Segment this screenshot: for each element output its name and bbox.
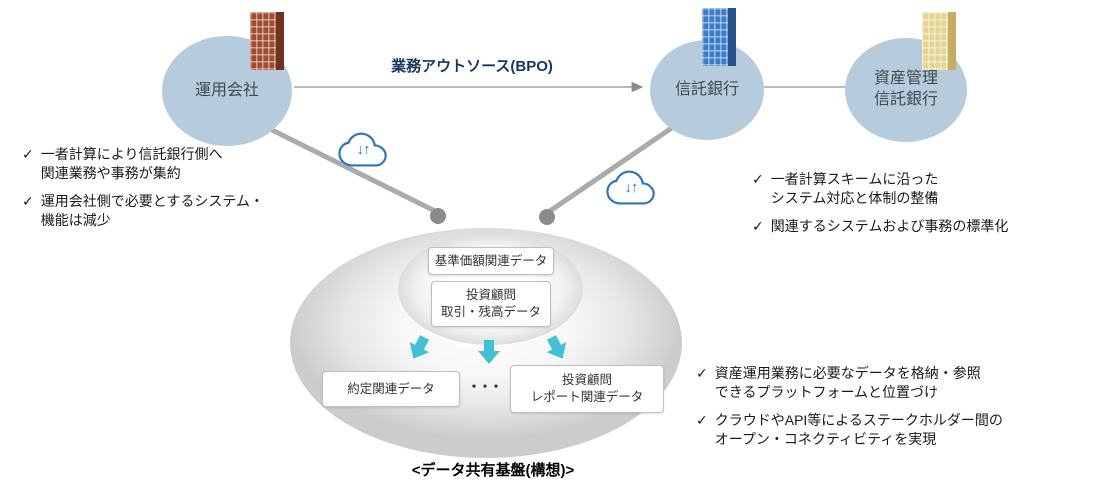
check-icon: ✓ xyxy=(752,217,764,234)
check-icon: ✓ xyxy=(752,171,764,187)
sync-arrows-icon: ↓↑ xyxy=(624,179,639,196)
data-box-nav: 基準価額関連データ xyxy=(428,247,554,275)
building-icon xyxy=(250,12,284,70)
building-side xyxy=(276,12,284,70)
note-text: 資産運用業務に必要なデータを格納・参照 できるプラットフォームと位置づけ xyxy=(714,365,981,400)
notes-right-top: ✓ 一者計算スキームに沿った システム対応と体制の整備 ✓ 関連するシステムおよ… xyxy=(752,170,1092,236)
check-icon: ✓ xyxy=(22,146,34,162)
entity-label: 資産管理 信託銀行 xyxy=(873,70,938,108)
check-icon: ✓ xyxy=(696,365,708,381)
note-text: 運用会社側で必要とするシステム・ 機能は減少 xyxy=(40,192,264,228)
sync-arrows-icon: ↓↑ xyxy=(356,141,371,158)
note-item: ✓ 一者計算により信託銀行側へ 関連業務や事務が集約 xyxy=(22,145,342,183)
entity-trust-bank: 信託銀行 xyxy=(650,40,764,140)
building-icon xyxy=(702,8,736,66)
cloud-icon: ↓↑ xyxy=(602,168,660,208)
building-front xyxy=(702,8,728,66)
connector-line-left xyxy=(259,122,440,215)
data-box-trade: 約定関連データ xyxy=(322,371,460,407)
connector-line-right xyxy=(544,122,679,216)
down-arrow-icon xyxy=(546,335,567,359)
note-text: 関連するシステムおよび事務の標準化 xyxy=(770,217,1009,234)
ellipsis: ・・・ xyxy=(467,379,502,394)
note-item: ✓ 関連するシステムおよび事務の標準化 xyxy=(752,217,1092,236)
data-box-advisory-balance: 投資顧問 取引・残高データ xyxy=(431,281,551,327)
check-icon: ✓ xyxy=(696,411,708,428)
cloud-outline xyxy=(338,132,387,167)
building-front xyxy=(922,12,948,70)
notes-right-bottom: ✓ 資産運用業務に必要なデータを格納・参照 できるプラットフォームと位置づけ ✓… xyxy=(696,364,1096,449)
entity-label: 信託銀行 xyxy=(674,80,739,98)
note-text: クラウドやAPI等によるステークホルダー間の オープン・コネクティビティを実現 xyxy=(714,411,1003,447)
entity-label: 運用会社 xyxy=(194,81,259,99)
note-item: ✓ クラウドやAPI等によるステークホルダー間の オープン・コネクティビティを実… xyxy=(696,411,1096,449)
note-item: ✓ 運用会社側で必要とするシステム・ 機能は減少 xyxy=(22,192,342,230)
building-front xyxy=(250,12,276,70)
platform-caption: <データ共有基盤(構想)> xyxy=(411,462,575,479)
down-arrow-icon xyxy=(409,335,430,359)
building-icon xyxy=(922,12,956,70)
cloud-icon: ↓↑ xyxy=(334,130,392,170)
note-text: 一者計算により信託銀行側へ 関連業務や事務が集約 xyxy=(40,146,223,181)
down-arrow-icon xyxy=(478,340,500,364)
check-icon: ✓ xyxy=(22,192,34,209)
note-item: ✓ 一者計算スキームに沿った システム対応と体制の整備 xyxy=(752,170,1092,208)
junction-dot-right xyxy=(539,209,555,225)
note-text: 一者計算スキームに沿った システム対応と体制の整備 xyxy=(770,171,939,206)
cloud-outline xyxy=(606,170,655,205)
junction-dot-left xyxy=(430,208,446,224)
data-box-advisory-report: 投資顧問 レポート関連データ xyxy=(510,365,664,413)
building-side xyxy=(948,12,956,70)
notes-left: ✓ 一者計算により信託銀行側へ 関連業務や事務が集約 ✓ 運用会社側で必要とする… xyxy=(22,145,342,230)
note-item: ✓ 資産運用業務に必要なデータを格納・参照 できるプラットフォームと位置づけ xyxy=(696,364,1096,402)
building-side xyxy=(728,8,736,66)
bpo-arrow-label: 業務アウトソース(BPO) xyxy=(391,58,553,75)
